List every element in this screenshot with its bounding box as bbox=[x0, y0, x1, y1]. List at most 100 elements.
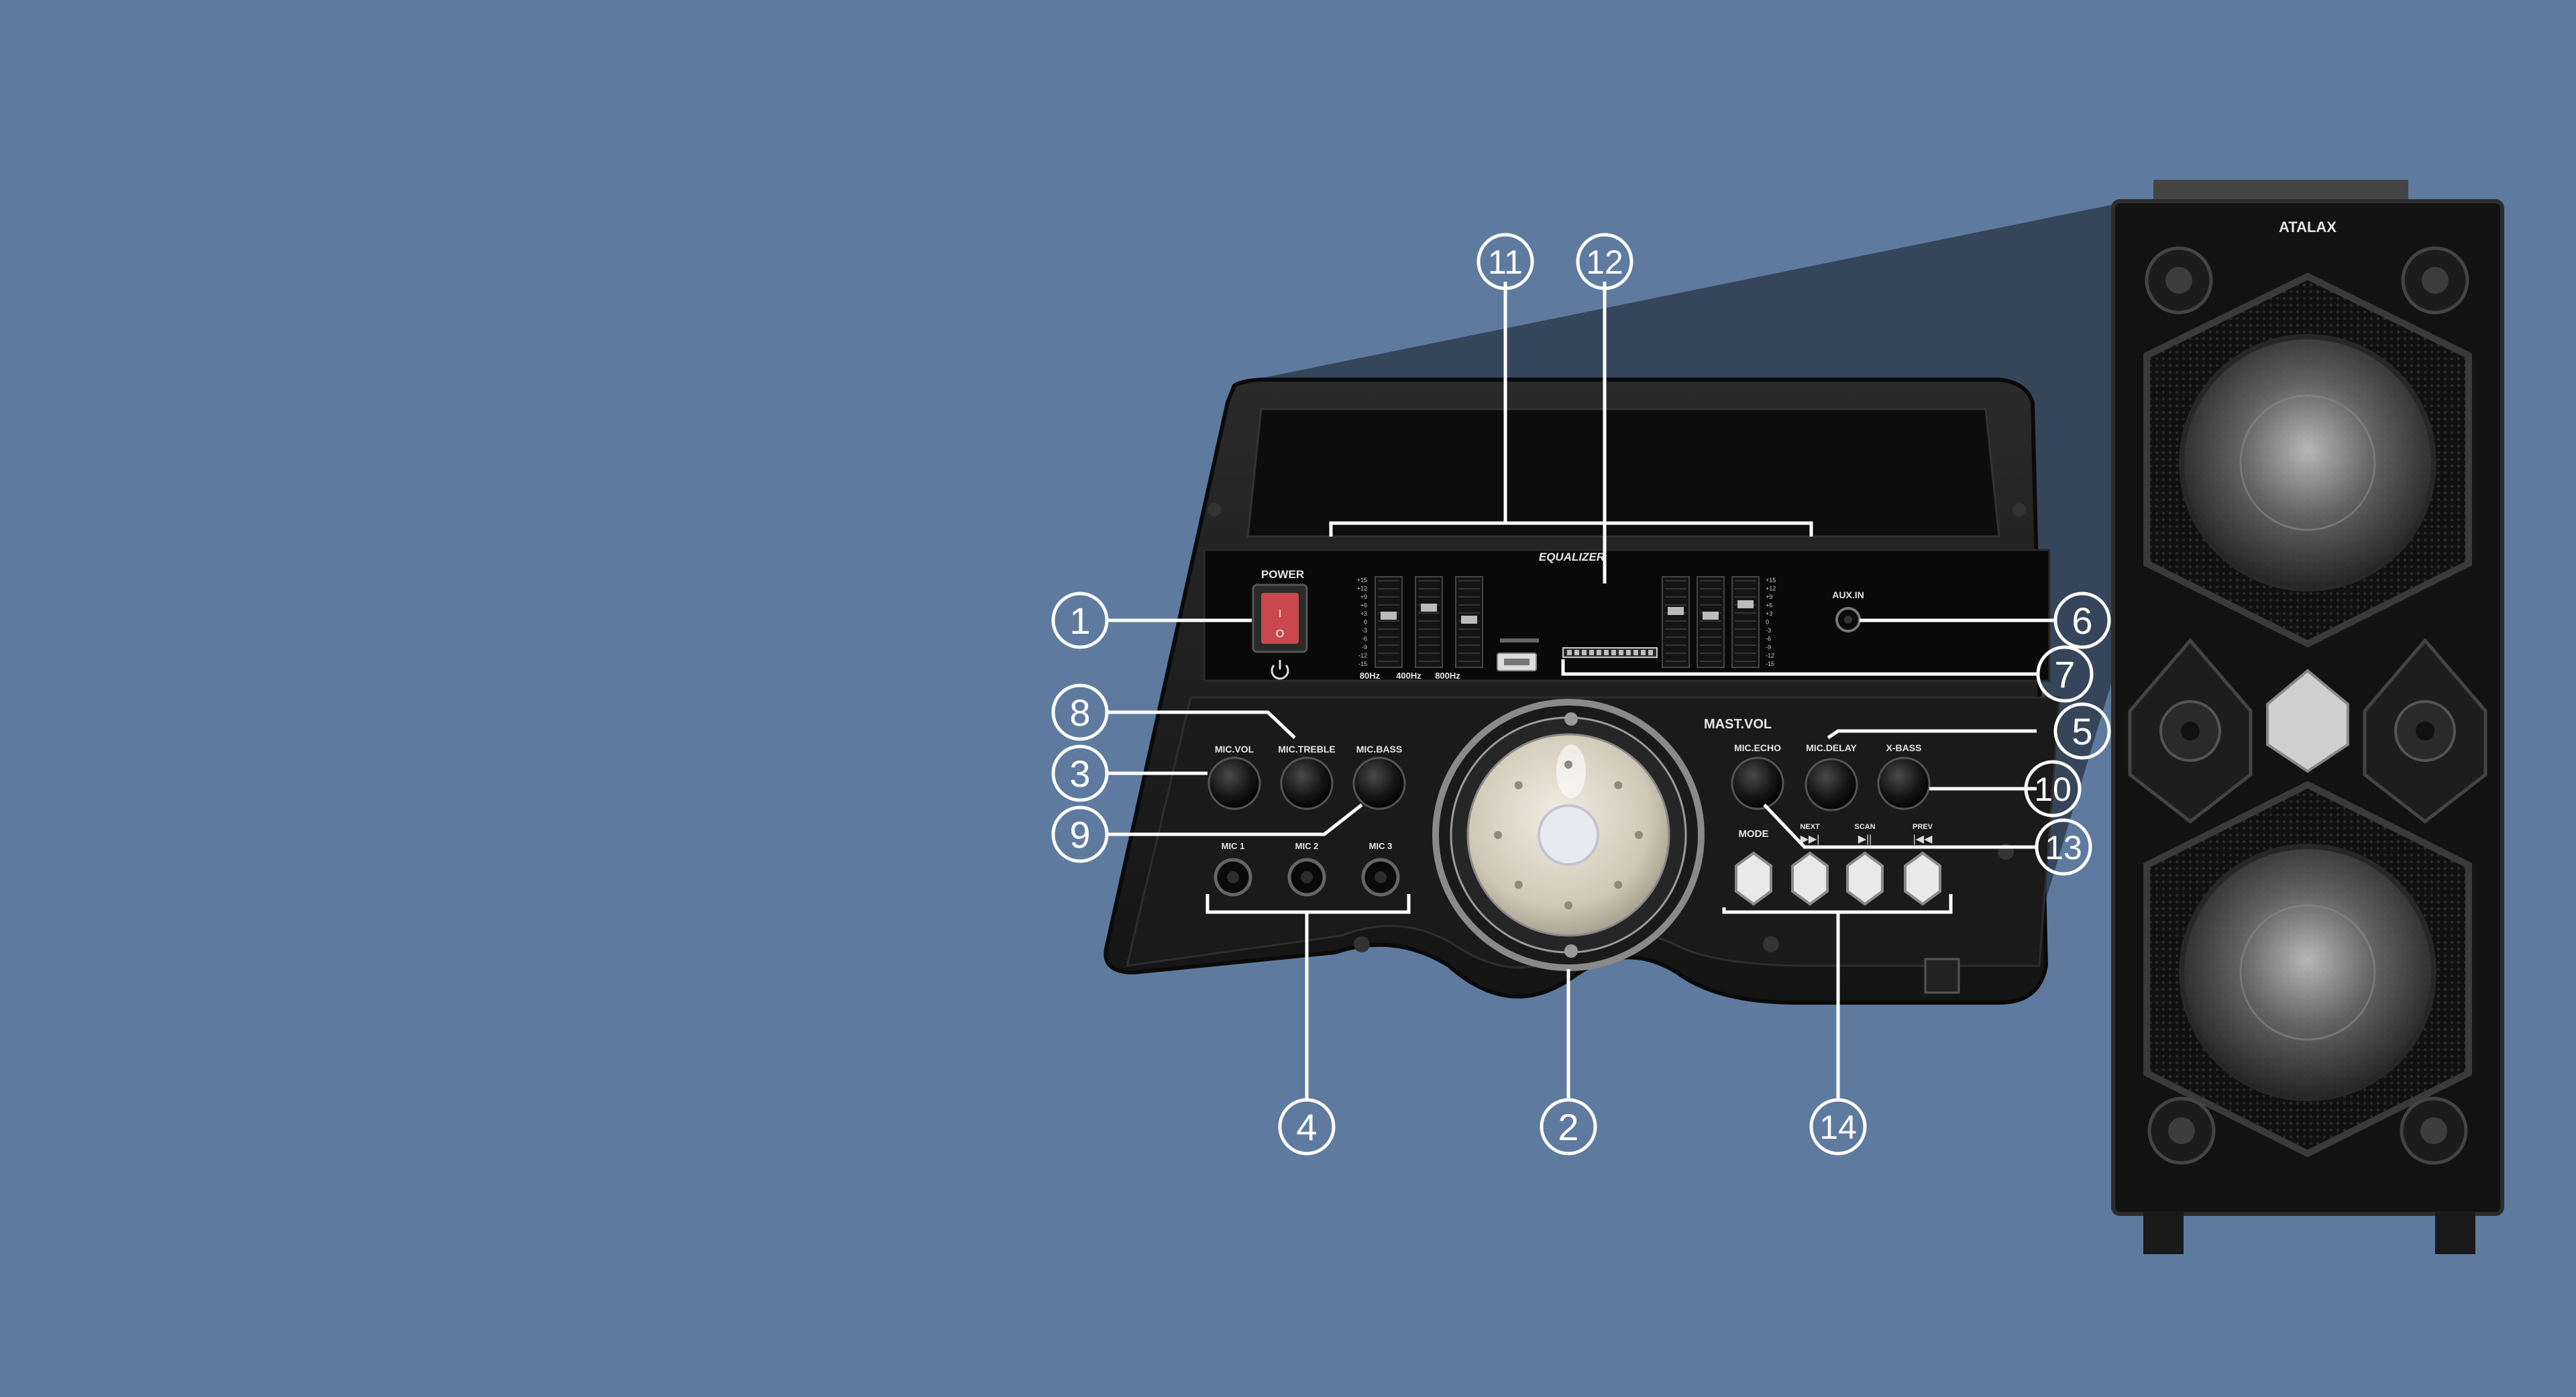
x-bass-knob[interactable] bbox=[1877, 757, 1931, 810]
master-vol-center-icon bbox=[1538, 804, 1599, 866]
eq-slider-right-2[interactable] bbox=[1703, 612, 1719, 620]
screw bbox=[1208, 503, 1221, 516]
power-off-mark: O bbox=[1276, 628, 1284, 640]
mic-bass-knob[interactable] bbox=[1352, 757, 1406, 810]
eq-scale-tick: -9 bbox=[1766, 644, 1771, 651]
mic-vol-knob[interactable] bbox=[1208, 757, 1261, 810]
eq-slider-right-1[interactable] bbox=[1668, 607, 1684, 615]
woofer-top bbox=[2179, 334, 2436, 592]
callout-6: 6 bbox=[2053, 592, 2111, 649]
svg-text:7: 7 bbox=[2054, 653, 2075, 695]
speaker-brand: ATALAX bbox=[2279, 219, 2337, 235]
mic-delay-knob[interactable] bbox=[1805, 758, 1858, 812]
cable-connector bbox=[1924, 958, 1960, 994]
eq-scale-tick: -6 bbox=[1766, 636, 1771, 642]
eq-band-800hz: 800Hz bbox=[1435, 671, 1460, 681]
mic-3-label: MIC 3 bbox=[1369, 841, 1393, 851]
svg-text:2: 2 bbox=[1558, 1106, 1578, 1148]
callouts bbox=[1106, 282, 2054, 1100]
eq-scale-tick: +9 bbox=[1360, 594, 1367, 600]
svg-text:3: 3 bbox=[1069, 752, 1090, 795]
eq-scale-tick: +3 bbox=[1360, 610, 1367, 617]
eq-scale-tick: -15 bbox=[1358, 661, 1367, 667]
play-pause-icon: ▶|| bbox=[1858, 834, 1872, 845]
eq-scale-tick: +12 bbox=[1766, 585, 1776, 592]
eq-scale-tick: +12 bbox=[1357, 585, 1367, 592]
callout-3: 3 bbox=[1051, 744, 1109, 802]
panel-slot bbox=[1246, 408, 2000, 538]
eq-right: +15+12+9+6+30-3-6-9-12-15 bbox=[1662, 576, 1776, 668]
next-label: NEXT bbox=[1800, 823, 1820, 831]
mic-1-label: MIC 1 bbox=[1222, 841, 1245, 851]
mic-treble-knob[interactable] bbox=[1280, 757, 1334, 810]
eq-scale-tick: -9 bbox=[1362, 644, 1367, 651]
callout-markers: 1 2 3 4 5 6 7 8 9 10 11 12 13 14 bbox=[1051, 233, 2111, 1156]
callout-1: 1 bbox=[1051, 592, 1109, 649]
svg-text:13: 13 bbox=[2045, 829, 2082, 867]
svg-text:14: 14 bbox=[1819, 1109, 1857, 1146]
eq-slider-80hz[interactable] bbox=[1381, 612, 1397, 620]
eq-scale-tick: +6 bbox=[1360, 602, 1367, 609]
eq-slider-right-3[interactable] bbox=[1737, 600, 1754, 608]
speaker-foot-left bbox=[2143, 1211, 2184, 1254]
callout-13: 13 bbox=[2035, 818, 2092, 876]
callout-8: 8 bbox=[1051, 683, 1109, 741]
screw bbox=[1763, 936, 1779, 952]
prev-button[interactable] bbox=[1904, 851, 1941, 906]
mic-vol-label: MIC.VOL bbox=[1215, 744, 1254, 755]
power-on-mark: I bbox=[1279, 608, 1281, 620]
screw bbox=[1354, 936, 1370, 952]
svg-text:8: 8 bbox=[1069, 691, 1090, 734]
svg-text:4: 4 bbox=[1296, 1106, 1317, 1148]
svg-text:5: 5 bbox=[2072, 710, 2092, 752]
equalizer-label: EQUALIZER bbox=[1539, 551, 1605, 563]
sd-card-slot[interactable] bbox=[1500, 638, 1539, 642]
svg-text:11: 11 bbox=[1488, 243, 1523, 281]
aux-label: AUX.IN bbox=[1832, 590, 1864, 600]
speaker: ATALAX bbox=[2111, 180, 2504, 1254]
x-bass-label: X-BASS bbox=[1886, 742, 1922, 753]
play-pause-button[interactable] bbox=[1846, 851, 1884, 906]
eq-scale-tick: -15 bbox=[1766, 661, 1774, 667]
mic-2-label: MIC 2 bbox=[1295, 841, 1319, 851]
mode-button[interactable] bbox=[1735, 851, 1772, 906]
eq-scale-tick: +9 bbox=[1766, 594, 1772, 600]
screw bbox=[2012, 503, 2026, 516]
svg-text:1: 1 bbox=[1069, 600, 1090, 642]
callout-5: 5 bbox=[2053, 702, 2111, 760]
eq-scale-tick: -12 bbox=[1358, 653, 1367, 659]
eq-left: +15+12+9+6+30-3-6-9-12-15 80Hz 400Hz 800… bbox=[1357, 576, 1483, 681]
callout-14: 14 bbox=[1809, 1098, 1867, 1156]
mic-treble-label: MIC.TREBLE bbox=[1278, 744, 1336, 755]
mode-label: MODE bbox=[1739, 828, 1769, 840]
speaker-foot-right bbox=[2435, 1211, 2475, 1254]
mic-echo-label: MIC.ECHO bbox=[1734, 742, 1781, 753]
power-icon bbox=[1271, 660, 1289, 680]
callout-12: 12 bbox=[1576, 233, 1633, 290]
eq-band-80hz: 80Hz bbox=[1360, 671, 1381, 681]
callout-10: 10 bbox=[2024, 760, 2082, 818]
power-switch[interactable] bbox=[1261, 593, 1299, 644]
control-panel: POWER I O EQUALIZER +15+12+9+6+30-3-6-9-… bbox=[1104, 378, 2061, 1005]
callout-2: 2 bbox=[1540, 1098, 1597, 1156]
eq-scale-tick: +15 bbox=[1357, 577, 1367, 583]
display-strip bbox=[1203, 549, 2051, 682]
woofer-bottom bbox=[2179, 844, 2436, 1101]
eq-scale-tick: -3 bbox=[1766, 627, 1771, 634]
eq-slider-800hz[interactable] bbox=[1461, 616, 1477, 624]
prev-icon: |◀◀ bbox=[1913, 834, 1933, 845]
next-button[interactable] bbox=[1791, 851, 1829, 906]
svg-text:10: 10 bbox=[2034, 771, 2072, 808]
mic-echo-knob[interactable] bbox=[1731, 757, 1784, 810]
eq-slider-400hz[interactable] bbox=[1421, 604, 1437, 612]
eq-scale-tick: -6 bbox=[1362, 636, 1367, 642]
next-icon: ▶▶| bbox=[1801, 834, 1820, 845]
master-vol-label: MAST.VOL bbox=[1704, 717, 1772, 732]
svg-text:6: 6 bbox=[2072, 600, 2092, 642]
power-label: POWER bbox=[1261, 568, 1304, 581]
svg-text:9: 9 bbox=[1069, 814, 1090, 856]
callout-11: 11 bbox=[1477, 233, 1534, 290]
callout-7: 7 bbox=[2036, 645, 2094, 703]
eq-scale-tick: -3 bbox=[1362, 627, 1367, 634]
